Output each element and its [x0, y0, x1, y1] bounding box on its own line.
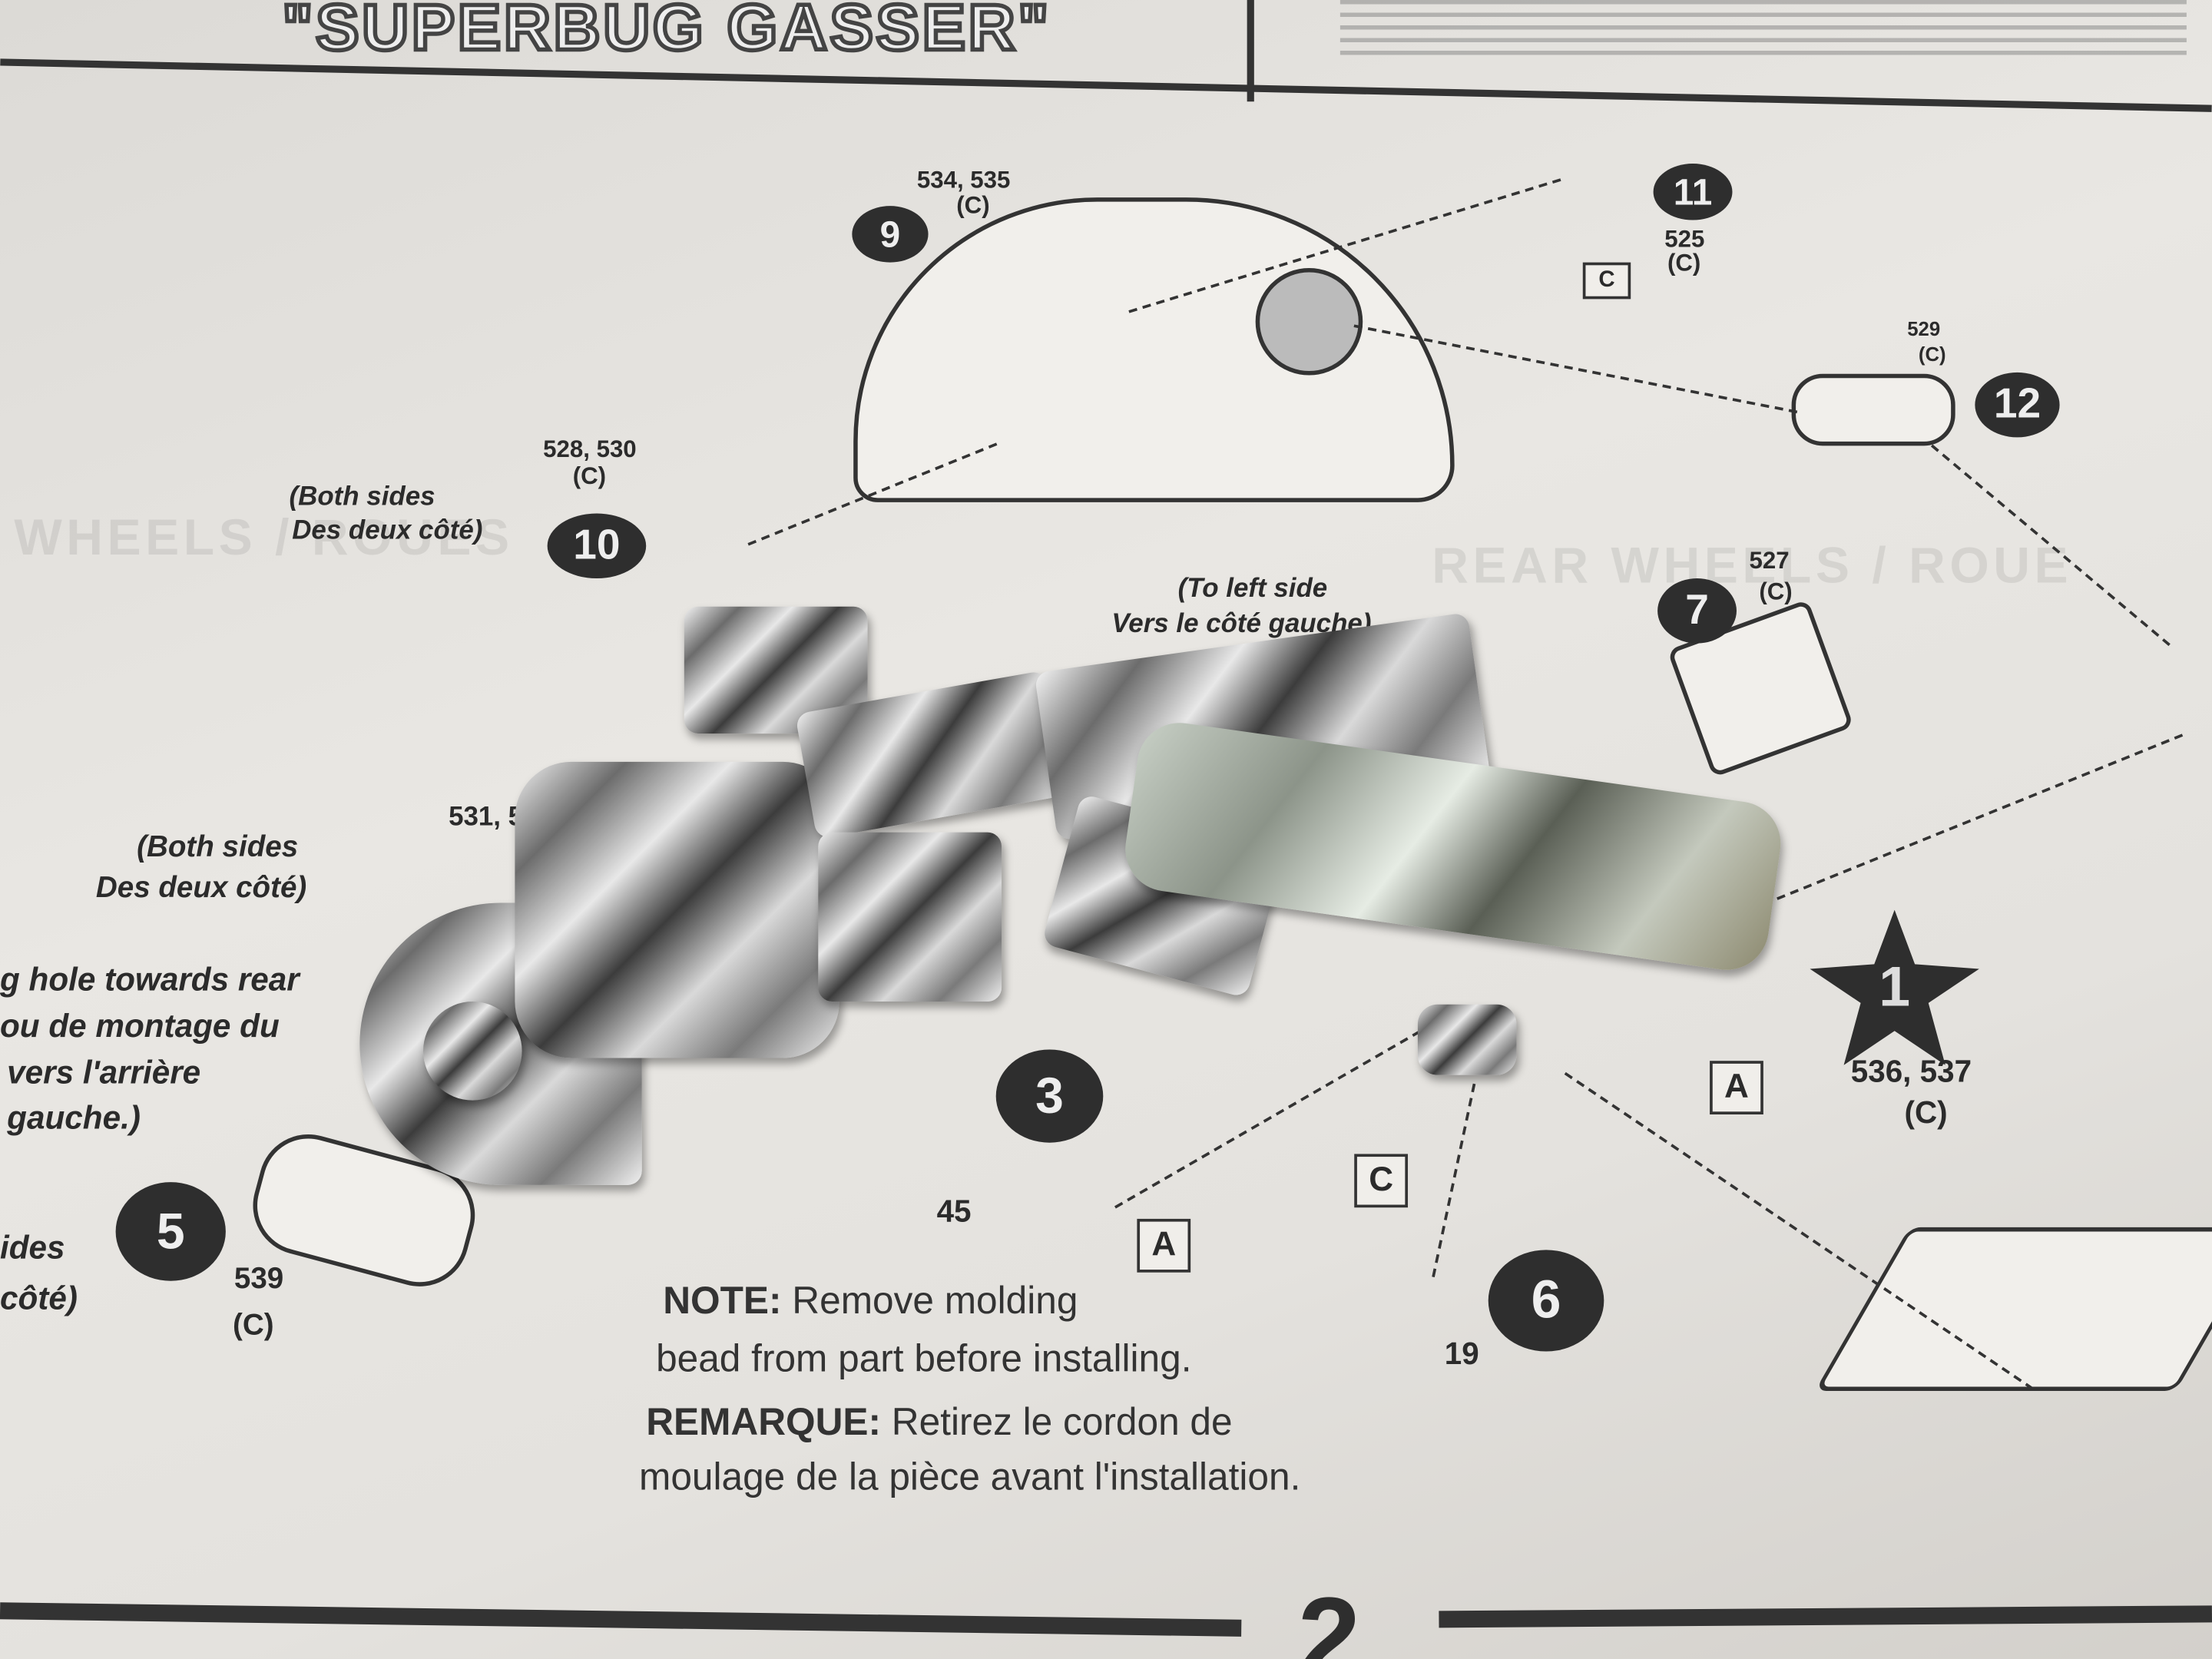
step-1-material: (C) [1904, 1094, 1948, 1131]
step-6-letter-box: C [1354, 1154, 1409, 1208]
mount-note-2: ou de montage du [0, 1007, 280, 1045]
leader-line [1763, 733, 2184, 906]
chrome-grille-part [818, 832, 1002, 1002]
step-7-parts: 527 [1749, 547, 1790, 575]
page-number: 2 [1297, 1574, 1361, 1659]
step-5-note-1: ides [0, 1228, 65, 1266]
step-12-badge: 12 [1975, 372, 2060, 438]
step-12-material: (C) [1918, 343, 1946, 366]
note-en-line-2: bead from part before installing. [656, 1337, 1192, 1380]
step-10-note-2: Des deux côté) [292, 516, 483, 546]
note-fr-line-2: moulage de la pièce avant l'installation… [639, 1455, 1301, 1498]
bottom-rule-left [0, 1602, 1242, 1637]
step-6-parts: 19 [1444, 1336, 1479, 1372]
step-1-star-badge: 1 [1810, 909, 1979, 1065]
step-7-badge: 7 [1657, 578, 1737, 644]
step-3-parts: 45 [936, 1193, 972, 1229]
step-3-badge: 3 [995, 1049, 1104, 1143]
both-sides-note-2: Des deux côté) [95, 872, 307, 905]
note-fr-text-1: Retirez le cordon de [881, 1400, 1233, 1443]
step-1-letter-box: A [1710, 1061, 1763, 1114]
faded-heading-left: WHEELS / ROUES [14, 508, 514, 566]
note-en-label: NOTE: [663, 1279, 782, 1322]
mount-note-4: gauche.) [7, 1098, 141, 1136]
step-10-parts: 528, 530 [543, 435, 637, 463]
step-9-parts: 534, 535 [916, 166, 1011, 194]
step-3-letter-box: A [1137, 1218, 1191, 1273]
note-en-line-1: NOTE: Remove molding [663, 1280, 1078, 1322]
faded-heading-right: REAR WHEELS / ROUE [1432, 535, 2073, 594]
step-10-material: (C) [572, 462, 607, 490]
note-fr-line-1: REMARQUE: Retirez le cordon de [646, 1401, 1232, 1443]
step-11-badge: 11 [1653, 164, 1733, 220]
step-1-parts: 536, 537 [1850, 1054, 1972, 1089]
bottom-rule-right [1439, 1605, 2212, 1628]
step-5-note-2: côté) [0, 1279, 78, 1316]
header-divider [1247, 0, 1254, 102]
step-11-material: (C) [1667, 250, 1701, 276]
part-529-drawing [1791, 373, 1955, 446]
kit-title: "SUPERBUG GASSER" [280, 0, 1052, 65]
step-10-badge: 10 [547, 513, 647, 579]
leader-line [1432, 1083, 1476, 1277]
step-5-parts: 539 [233, 1262, 284, 1296]
step-9-badge: 9 [852, 206, 929, 263]
fender-hub-drawing [1255, 267, 1363, 376]
both-sides-note-1: (Both sides [137, 830, 299, 864]
step-11-parts: 525 [1664, 225, 1705, 253]
mount-note-3: vers l'arrière [7, 1054, 201, 1091]
parts-531-label: 531, 5 [449, 803, 524, 833]
chrome-engine-part [515, 761, 839, 1058]
fine-print [1339, 0, 2187, 57]
step-5-material: (C) [233, 1309, 274, 1342]
chrome-wheel-part [423, 1002, 522, 1101]
step-9-material: (C) [956, 191, 990, 219]
step-11-letter-box: C [1582, 262, 1631, 300]
step-12-parts: 529 [1907, 317, 1941, 340]
chrome-cylinder-part [1417, 1004, 1517, 1075]
step-7-material: (C) [1759, 578, 1793, 605]
note-en-text-1: Remove molding [781, 1279, 1078, 1322]
top-border [0, 58, 2212, 112]
fender-drawing [853, 197, 1455, 502]
step-6-badge: 6 [1488, 1250, 1604, 1352]
step-10-note-1: (Both sides [289, 482, 435, 512]
left-side-note-1: (To left side [1177, 574, 1328, 604]
mount-note-1: g hole towards rear [0, 960, 300, 998]
part-1-drawing [1814, 1227, 2212, 1391]
note-fr-label: REMARQUE: [646, 1400, 882, 1443]
step-5-badge: 5 [115, 1182, 226, 1281]
